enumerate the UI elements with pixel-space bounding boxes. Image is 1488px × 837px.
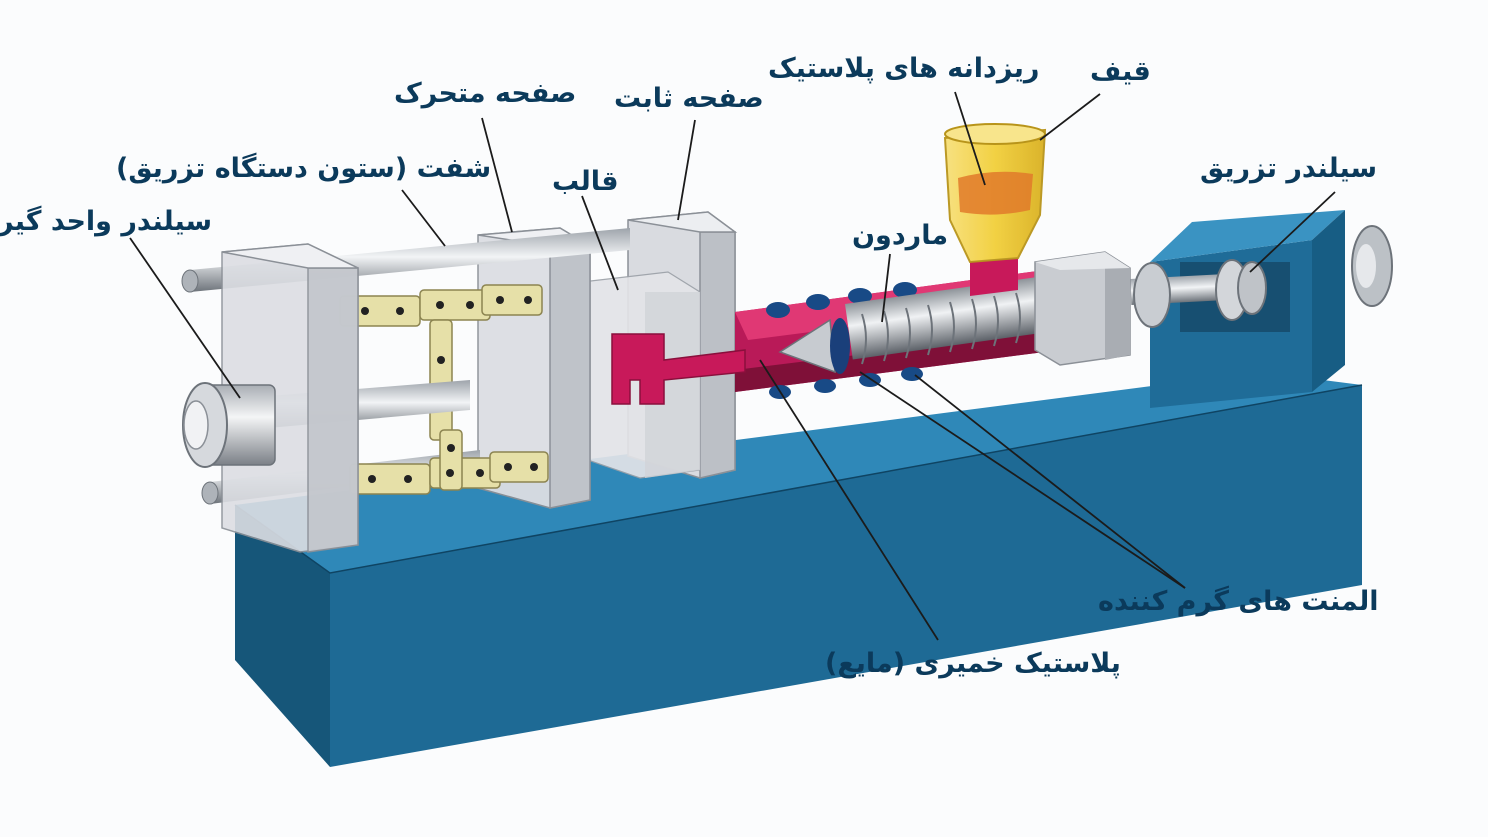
label-plastic-granules: ریزدانه های پلاستیک [768, 53, 1040, 84]
leader-screw [881, 253, 891, 323]
heater-band-2 [806, 294, 830, 310]
leader-granules [954, 91, 986, 186]
heater-bands [766, 282, 923, 399]
mold-cavity [611, 333, 746, 405]
heater-band-3 [848, 288, 872, 304]
leader-lines [129, 91, 1336, 641]
rear-platen-shape [221, 243, 359, 553]
label-hopper: قیف [1090, 56, 1151, 87]
plastic-granules [958, 171, 1033, 215]
leader-hopper [1039, 93, 1101, 141]
clamping-cylinder-shape [182, 382, 276, 468]
label-screw: ماردون [852, 220, 949, 251]
heater-band-1 [766, 302, 790, 318]
label-clamping-cylinder: سیلندر واحد گیره [0, 206, 213, 237]
leader-injection-cylinder [1249, 191, 1336, 273]
hopper-throat [970, 258, 1018, 296]
leader-moving-platen [481, 117, 513, 233]
label-heating-elements: المنت های گرم کننده [1098, 586, 1379, 617]
label-molten-plastic: پلاستیک خمیری (مایع) [825, 648, 1121, 679]
leader-clamping-cylinder [129, 237, 241, 399]
leader-fixed-platen [677, 119, 696, 221]
injection-unit-housing [1150, 210, 1393, 408]
hopper-shape [943, 123, 1047, 296]
injection-cylinder-rod [1130, 259, 1267, 328]
toggle-mechanism [339, 284, 549, 495]
mold-shape [581, 271, 746, 479]
leader-heating-elements-2 [859, 371, 1186, 589]
label-mold: قالب [552, 166, 619, 197]
machine-base [234, 372, 1363, 767]
leader-molten-plastic [759, 359, 939, 641]
housing-side [1312, 210, 1345, 392]
label-fixed-platen: صفحه ثابت [614, 83, 764, 114]
label-moving-platen: صفحه متحرک [394, 78, 577, 109]
label-injection-cylinder: سیلندر تزریق [1200, 153, 1378, 184]
screw-drive-block [1034, 251, 1131, 366]
leader-shaft [401, 189, 446, 247]
label-shaft: شفت (ستون دستگاه تزریق) [116, 153, 492, 184]
base-left-face [235, 505, 330, 767]
leader-mold [581, 195, 619, 291]
base-top-face [235, 372, 1362, 573]
heater-band-4 [893, 282, 917, 298]
base-front-face [330, 385, 1362, 767]
leader-heating-elements-1 [914, 374, 1186, 589]
housing-top [1150, 210, 1345, 262]
